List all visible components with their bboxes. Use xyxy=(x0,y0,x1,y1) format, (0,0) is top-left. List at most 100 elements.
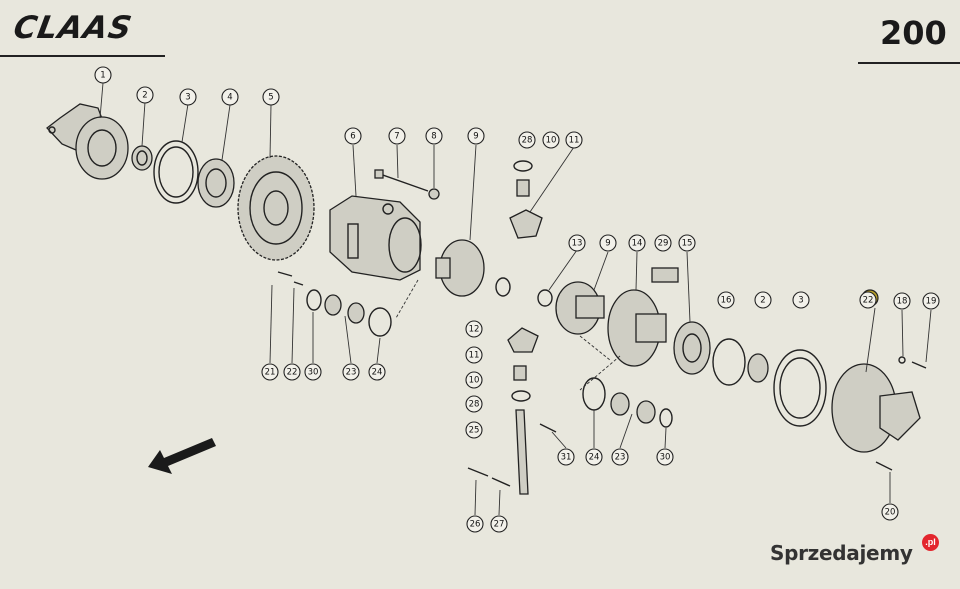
callout-number: 11 xyxy=(469,351,480,361)
callout-7: 7 xyxy=(388,127,406,145)
callout-number: 30 xyxy=(308,368,319,378)
part-24-seal xyxy=(368,307,392,337)
callout-number: 23 xyxy=(615,453,626,463)
part-23-bushings xyxy=(324,294,365,324)
callout-number: 22 xyxy=(863,296,874,306)
part-30-oring xyxy=(306,289,322,311)
part-11-pinion-lower xyxy=(507,327,539,353)
callout-number: 4 xyxy=(227,93,232,103)
part-8-nut xyxy=(428,188,440,200)
callout-number: 1 xyxy=(100,71,105,81)
part-12-oring xyxy=(495,277,511,297)
part-2-ring xyxy=(131,145,153,171)
direction-arrow-icon xyxy=(148,438,216,474)
callout-28: 28 xyxy=(465,395,483,413)
part-7-bolt xyxy=(374,169,429,192)
part-24-seal-lower xyxy=(582,377,606,411)
part-30-oring-lower xyxy=(659,408,673,428)
callout-1: 1 xyxy=(94,66,112,84)
part-26-pin xyxy=(467,467,489,477)
callout-21: 21 xyxy=(261,363,279,381)
sprzedajemy-watermark: Sprzedajemy xyxy=(770,541,913,565)
callout-number: 25 xyxy=(469,426,480,436)
part-1-housing-flange xyxy=(46,103,129,180)
callout-number: 18 xyxy=(897,297,908,307)
callout-number: 14 xyxy=(632,239,643,249)
callout-number: 3 xyxy=(798,296,803,306)
callout-29: 29 xyxy=(654,234,672,252)
part-28-washer-lower xyxy=(511,390,531,402)
callout-28: 28 xyxy=(518,131,536,149)
callout-number: 26 xyxy=(470,520,481,530)
callout-number: 9 xyxy=(605,239,610,249)
part-23-bushings-lower xyxy=(610,392,656,424)
callout-26: 26 xyxy=(466,515,484,533)
callout-2: 2 xyxy=(754,291,772,309)
callout-number: 30 xyxy=(660,453,671,463)
callout-25: 25 xyxy=(465,421,483,439)
callout-number: 3 xyxy=(185,93,190,103)
callout-9: 9 xyxy=(467,127,485,145)
callout-22: 22 xyxy=(859,291,877,309)
callout-number: 9 xyxy=(473,132,478,142)
part-2-ring-right xyxy=(747,353,769,383)
part-3-gasket xyxy=(153,140,199,204)
callout-number: 6 xyxy=(350,132,355,142)
callout-30: 30 xyxy=(304,363,322,381)
callout-27: 27 xyxy=(490,515,508,533)
leader-lines xyxy=(99,82,932,516)
part-27-pin xyxy=(491,477,511,487)
part-10-bushing-lower xyxy=(513,365,527,381)
page-number: 200 xyxy=(880,14,947,52)
part-13-oring xyxy=(537,289,553,307)
part-15-bearing xyxy=(673,321,711,375)
part-4-bearing xyxy=(197,158,235,208)
callout-23: 23 xyxy=(611,448,629,466)
callout-number: 16 xyxy=(721,296,732,306)
callout-number: 5 xyxy=(268,93,273,103)
callout-number: 22 xyxy=(287,368,298,378)
callout-number: 28 xyxy=(469,400,480,410)
part-25-shaft xyxy=(515,409,529,495)
callout-3: 3 xyxy=(179,88,197,106)
callout-number: 13 xyxy=(572,239,583,249)
callout-number: 29 xyxy=(658,239,669,249)
part-21-pin xyxy=(277,271,293,277)
callout-30: 30 xyxy=(656,448,674,466)
callout-11: 11 xyxy=(465,346,483,364)
part-28-washer xyxy=(513,160,533,172)
part-29-clip xyxy=(651,267,679,283)
callout-number: 24 xyxy=(589,453,600,463)
callout-number: 20 xyxy=(885,508,896,518)
callout-23: 23 xyxy=(342,363,360,381)
callout-number: 8 xyxy=(431,132,436,142)
callout-10: 10 xyxy=(465,371,483,389)
part-6-differential-case xyxy=(329,195,422,281)
part-10-bushing xyxy=(516,179,530,197)
callout-4: 4 xyxy=(221,88,239,106)
part-19-screw xyxy=(911,361,927,369)
callout-15: 15 xyxy=(678,234,696,252)
callout-11: 11 xyxy=(565,131,583,149)
part-16-oring xyxy=(712,338,746,386)
callout-number: 15 xyxy=(682,239,693,249)
callout-number: 23 xyxy=(346,368,357,378)
callout-13: 13 xyxy=(568,234,586,252)
callout-6: 6 xyxy=(344,127,362,145)
callout-5: 5 xyxy=(262,88,280,106)
callout-14: 14 xyxy=(628,234,646,252)
callout-22: 22 xyxy=(283,363,301,381)
callout-20: 20 xyxy=(881,503,899,521)
part-9-side-gear xyxy=(555,281,605,335)
callout-number: 10 xyxy=(469,376,480,386)
callout-number: 28 xyxy=(522,136,533,146)
callout-8: 8 xyxy=(425,127,443,145)
callout-31: 31 xyxy=(557,448,575,466)
part-3-gasket-right xyxy=(773,349,827,427)
callout-number: 24 xyxy=(372,368,383,378)
part-14-flange-hub xyxy=(607,289,667,367)
callout-2: 2 xyxy=(136,86,154,104)
